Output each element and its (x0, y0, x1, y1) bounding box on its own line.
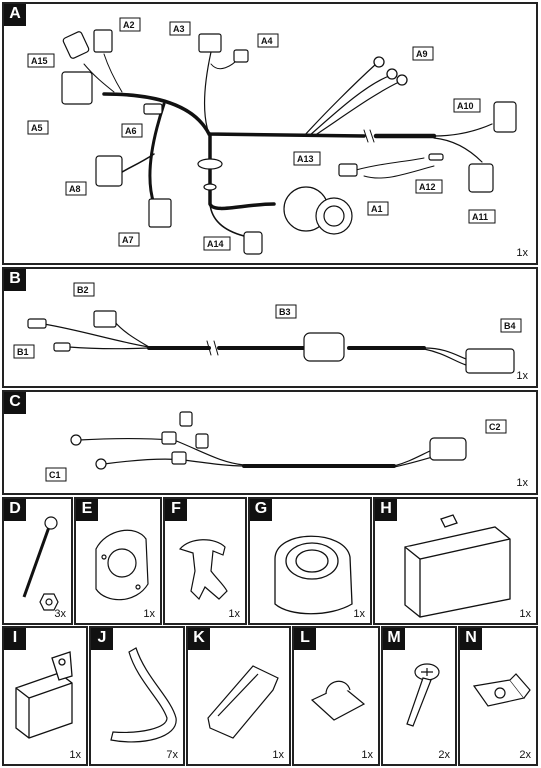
part-d-quantity: 3x (54, 608, 66, 620)
clip-icon (310, 680, 366, 721)
part-g-tag: G (250, 499, 272, 521)
part-e-plate: E 1x (74, 497, 162, 625)
label-b2: B2 (77, 285, 89, 295)
part-n-clip-nut: N 2x (458, 626, 538, 766)
label-a2: A2 (123, 20, 135, 30)
panel-b-harness: B B1 B2 (2, 267, 538, 388)
part-f-quantity: 1x (228, 608, 240, 620)
part-i-tag: I (4, 628, 26, 650)
label-a12: A12 (419, 182, 436, 192)
cover-icon (207, 665, 279, 739)
label-a3: A3 (173, 24, 185, 34)
label-b1: B1 (17, 347, 29, 357)
label-a7: A7 (122, 235, 134, 245)
bracket-icon (178, 539, 228, 601)
part-d-bolt-nut: D 3x (2, 497, 73, 625)
part-m-quantity: 2x (438, 749, 450, 761)
part-f-bracket: F 1x (163, 497, 247, 625)
part-m-tag: M (383, 628, 405, 650)
part-m-screw: M 2x (381, 626, 457, 766)
part-l-tag: L (294, 628, 316, 650)
panel-c-tag: C (4, 392, 26, 414)
part-h-module: H 1x (373, 497, 538, 625)
part-l-clip: L 1x (292, 626, 380, 766)
part-k-cover: K 1x (186, 626, 291, 766)
panel-c-harness: C C1 C2 1x (2, 390, 538, 495)
part-g-socket-cover: G 1x (248, 497, 372, 625)
main-harness-illustration: A1 A2 A3 A4 A5 A6 A7 A8 A9 A10 A11 A12 A… (27, 17, 517, 255)
clip-nut-icon (472, 673, 531, 707)
label-c2: C2 (489, 422, 501, 432)
panel-b-tag: B (4, 269, 26, 291)
harness-c-illustration: C1 C2 (45, 411, 507, 482)
label-a6: A6 (125, 126, 137, 136)
screw-icon (406, 663, 440, 727)
panel-c-quantity: 1x (516, 477, 528, 489)
label-a9: A9 (416, 49, 428, 59)
part-h-quantity: 1x (519, 608, 531, 620)
part-i-quantity: 1x (69, 749, 81, 761)
harness-b-illustration: B1 B2 B3 B4 (13, 282, 522, 374)
part-g-quantity: 1x (353, 608, 365, 620)
label-b4: B4 (504, 321, 516, 331)
module-box-icon (404, 514, 511, 618)
part-e-quantity: 1x (143, 608, 155, 620)
panel-a-main-harness: A (2, 2, 538, 265)
panel-a-tag: A (4, 4, 26, 26)
part-l-quantity: 1x (361, 749, 373, 761)
label-a1: A1 (371, 204, 383, 214)
label-a10: A10 (457, 101, 474, 111)
panel-a-quantity: 1x (516, 247, 528, 259)
label-a15: A15 (31, 56, 48, 66)
bolt-nut-icon (22, 516, 59, 611)
label-a4: A4 (261, 36, 273, 46)
part-k-quantity: 1x (272, 749, 284, 761)
part-h-tag: H (375, 499, 397, 521)
part-n-tag: N (460, 628, 482, 650)
part-j-tag: J (91, 628, 113, 650)
label-a14: A14 (207, 239, 224, 249)
part-d-tag: D (4, 499, 26, 521)
label-c1: C1 (49, 470, 61, 480)
part-j-strap: J 7x (89, 626, 185, 766)
label-b3: B3 (279, 307, 291, 317)
part-i-relay: I 1x (2, 626, 88, 766)
part-f-tag: F (165, 499, 187, 521)
socket-cover-icon (274, 535, 353, 615)
part-e-tag: E (76, 499, 98, 521)
strap-icon (110, 647, 177, 743)
panel-b-quantity: 1x (516, 370, 528, 382)
label-a8: A8 (69, 184, 81, 194)
label-a5: A5 (31, 123, 43, 133)
part-n-quantity: 2x (519, 749, 531, 761)
relay-icon (15, 651, 73, 739)
part-k-tag: K (188, 628, 210, 650)
plate-icon (95, 529, 149, 601)
label-a11: A11 (472, 212, 488, 222)
label-a13: A13 (297, 154, 314, 164)
part-j-quantity: 7x (166, 749, 178, 761)
